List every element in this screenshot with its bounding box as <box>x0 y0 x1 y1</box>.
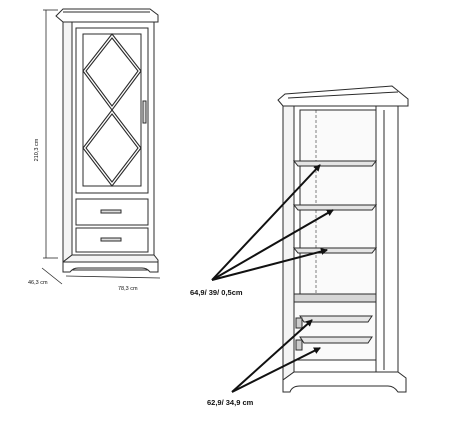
glass-shelf-2 <box>292 204 378 211</box>
open-cabinet-cornice <box>277 85 409 107</box>
depth-dim-line <box>41 267 63 285</box>
drawer-shelves-label: 62,9/ 34,9 cm <box>207 398 254 407</box>
door-lattice <box>82 33 142 187</box>
closed-cabinet <box>55 8 159 273</box>
door-handle <box>142 100 147 124</box>
glass-shelf-3 <box>292 247 378 254</box>
open-cabinet <box>277 85 409 393</box>
arrow-to-shelf-1 <box>211 164 321 281</box>
drawer-shelf-2 <box>299 336 373 344</box>
arrow-to-drawer-shelf-2 <box>231 347 321 393</box>
drawer-upper-handle <box>100 209 122 214</box>
cabinet-side-panel <box>62 21 73 264</box>
cabinet-plinth <box>62 261 159 273</box>
arrow-to-shelf-2 <box>211 209 334 281</box>
height-label: 210,3 cm <box>34 138 40 161</box>
glass-shelf-1 <box>292 160 378 167</box>
cabinet-cornice <box>55 8 159 23</box>
open-cabinet-interior <box>299 109 377 295</box>
dimension-lines <box>41 9 161 285</box>
callout-arrows <box>211 164 334 393</box>
open-cabinet-plinth <box>282 371 407 393</box>
depth-label: 46,3 cm <box>28 280 48 286</box>
width-dim-line <box>65 275 161 279</box>
drawer-lower-handle <box>100 237 122 242</box>
drawer-compartment <box>293 301 377 361</box>
glass-shelves-label: 64,9/ 39/ 0,5cm <box>190 288 243 297</box>
width-label: 78,3 cm <box>118 286 138 292</box>
arrow-to-shelf-3 <box>211 248 328 281</box>
solid-shelf <box>293 293 377 303</box>
arrow-to-drawer-shelf-1 <box>231 319 313 393</box>
drawer-shelf-1 <box>299 315 373 323</box>
